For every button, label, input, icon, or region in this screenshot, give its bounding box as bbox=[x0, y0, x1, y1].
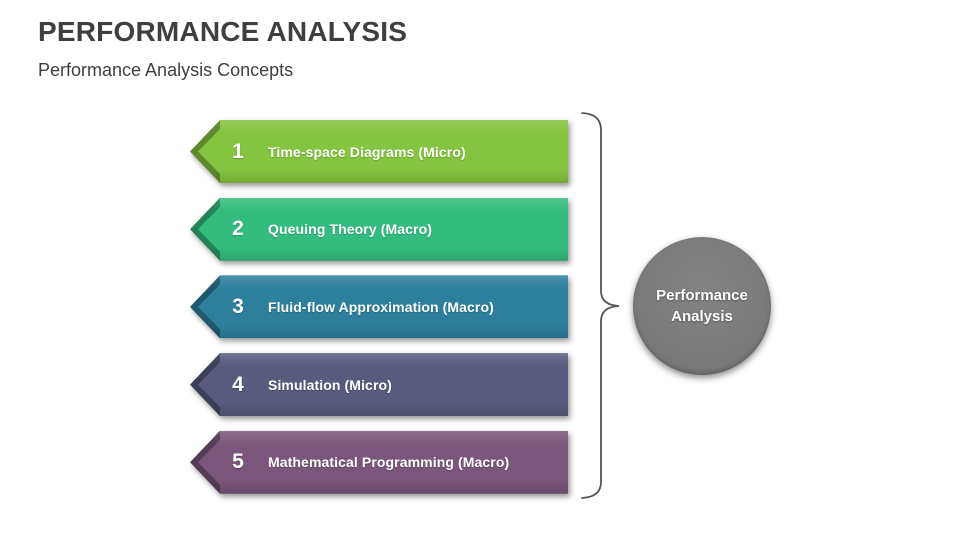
item-label: Mathematical Programming (Macro) bbox=[268, 454, 510, 471]
arrow-banner-3: 3 Fluid-flow Approximation (Macro) bbox=[190, 275, 568, 339]
page-subtitle: Performance Analysis Concepts bbox=[38, 60, 294, 81]
item-number: 4 bbox=[232, 372, 244, 396]
arrow-banner-4: 4 Simulation (Micro) bbox=[190, 353, 568, 417]
item-number: 3 bbox=[232, 294, 244, 318]
list-item: 3 Fluid-flow Approximation (Macro) bbox=[190, 275, 568, 339]
list-item: 1 Time-space Diagrams (Micro) bbox=[190, 120, 568, 183]
item-number: 1 bbox=[232, 139, 244, 163]
slide-header: PERFORMANCE ANALYSIS Performance Analysi… bbox=[38, 16, 407, 82]
list-item: 5 Mathematical Programming (Macro) bbox=[190, 430, 568, 494]
item-label: Time-space Diagrams (Micro) bbox=[268, 143, 466, 160]
page-title: PERFORMANCE ANALYSIS bbox=[38, 16, 408, 47]
brace-path bbox=[581, 112, 620, 499]
summary-label: Performance Analysis bbox=[656, 287, 748, 325]
summary-circle: Performance Analysis bbox=[633, 237, 771, 375]
curly-brace-icon bbox=[581, 112, 620, 499]
item-number: 2 bbox=[232, 217, 244, 241]
item-label: Fluid-flow Approximation (Macro) bbox=[268, 298, 494, 315]
concept-list: 1 Time-space Diagrams (Micro) 2 Queuing … bbox=[190, 120, 568, 508]
arrow-banner-2: 2 Queuing Theory (Macro) bbox=[190, 197, 568, 261]
item-label: Queuing Theory (Macro) bbox=[268, 221, 432, 238]
item-label: Simulation (Micro) bbox=[268, 376, 392, 393]
item-number: 5 bbox=[232, 450, 244, 474]
arrow-banner-1: 1 Time-space Diagrams (Micro) bbox=[190, 120, 568, 183]
arrow-banner-5: 5 Mathematical Programming (Macro) bbox=[190, 430, 568, 494]
list-item: 2 Queuing Theory (Macro) bbox=[190, 197, 568, 261]
list-item: 4 Simulation (Micro) bbox=[190, 353, 568, 417]
